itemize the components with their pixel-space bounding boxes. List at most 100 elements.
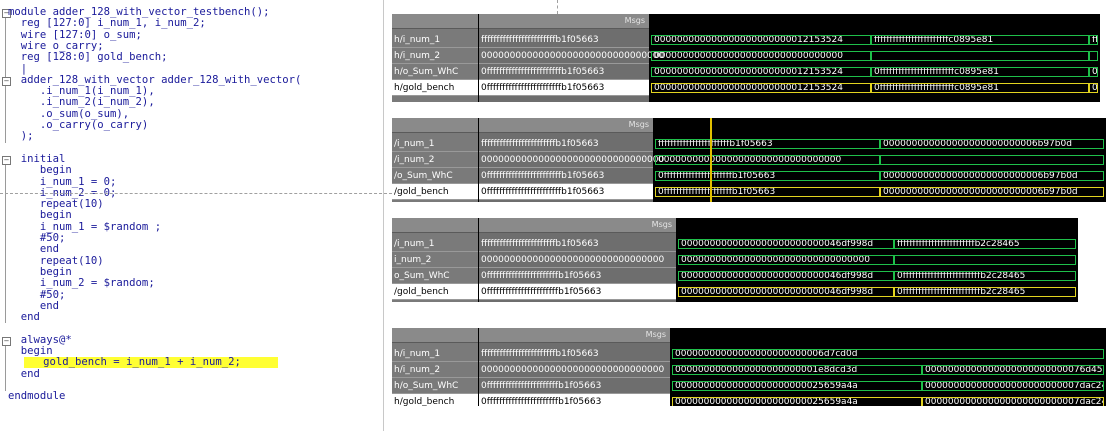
signal-name: i_num_2 xyxy=(394,255,432,265)
signal-name: h/i_num_1 xyxy=(394,349,441,359)
signal-name: h/o_Sum_WhC xyxy=(394,67,459,77)
code-line: begin xyxy=(8,209,72,222)
signal-name: /i_num_1 xyxy=(394,239,435,249)
fold-toggle-icon[interactable]: − xyxy=(2,336,11,346)
signal-value: ffffffffffffffffffffffffb1f05663 xyxy=(481,239,599,249)
signal-value-row[interactable]: 0fffffffffffffffffffffffb1f05663 xyxy=(479,268,676,284)
wave-segment: 000000000000000000000000006b97b0d xyxy=(880,139,1104,149)
signal-value: 00000000000000000000000000000000 xyxy=(481,51,665,61)
code-line: i_num_2 = $random; xyxy=(8,277,155,290)
signal-value-row[interactable]: 0ffffffffffffffffffffffffb1f05663 xyxy=(479,184,653,200)
wave-segment xyxy=(894,255,1076,265)
signal-name: /i_num_1 xyxy=(394,139,435,149)
wave-segment: 00000000000000000000000025659a4a xyxy=(672,397,922,406)
fold-guide xyxy=(5,165,6,324)
signal-row[interactable]: /i_num_1 xyxy=(392,136,478,152)
waveform-area[interactable]: 00000000000000000000000006d7cd0d 00000000… xyxy=(672,328,1106,406)
signal-value-row[interactable]: 0fffffffffffffffffffffffb1f05663 xyxy=(479,378,670,394)
code-line: gold_bench = i_num_1 + i_num_2; xyxy=(24,357,278,369)
wave-segment: 000000000000000000000000000000000 xyxy=(651,51,871,61)
signal-row[interactable]: /gold_bench xyxy=(392,184,478,200)
signal-value-row[interactable]: ffffffffffffffffffffffffb1f05663 xyxy=(479,32,649,48)
wave-segment xyxy=(880,155,1104,165)
wave-segment: 00000000000000000000000006d7cd0d xyxy=(672,349,1104,359)
wave-segment: 000000000000000000000000012153524 xyxy=(651,83,871,93)
signal-value: 0fffffffffffffffffffffffb1f05663 xyxy=(481,271,602,281)
waveform-panel[interactable]: h/i_num_1 h/i_num_2 h/o_Sum_WhC h/gold_benc… xyxy=(392,14,1100,102)
signal-name: h/gold_bench xyxy=(394,397,455,406)
signal-row[interactable]: /i_num_2 xyxy=(392,152,478,168)
signal-value-row[interactable]: ffffffffffffffffffffffffb1f05663 xyxy=(479,346,670,362)
signal-value: 0fffffffffffffffffffffffb1f05663 xyxy=(481,287,602,297)
signal-value-row[interactable]: 0fffffffffffffffffffffffb1f05663 xyxy=(479,394,670,406)
signal-names-column: h/i_num_1 h/i_num_2 h/o_Sum_WhC h/gold_benc… xyxy=(392,328,478,406)
signal-values-column: Msgs ffffffffffffffffffffffffb1f05663 0000… xyxy=(479,118,664,202)
wave-segment: 0ffffffffffffffffffffffb1f05663 xyxy=(655,187,880,197)
msgs-label: Msgs xyxy=(628,120,649,129)
code-line: .o_carry(o_carry) xyxy=(8,119,149,131)
panel-header: Msgs xyxy=(479,218,676,233)
signal-name: /o_Sum_WhC xyxy=(394,171,453,181)
signal-names-column: /i_num_1 i_num_2 o_Sum_WhC/gold_bench xyxy=(392,218,478,302)
time-cursor[interactable] xyxy=(710,118,712,202)
signal-name: h/i_num_2 xyxy=(394,51,441,61)
code-line: module adder_128_with_vector_testbench()… xyxy=(8,6,270,18)
signal-value-row[interactable]: 0ffffffffffffffffffffffffb1f05663 xyxy=(479,64,649,80)
signal-value-row[interactable]: ffffffffffffffffffffffffb1f05663 xyxy=(479,236,676,252)
fold-toggle-icon[interactable]: − xyxy=(2,76,11,86)
code-line: always@* xyxy=(8,333,72,346)
fold-toggle-icon[interactable]: − xyxy=(2,9,11,18)
wave-segment: ff xyxy=(1089,35,1098,45)
signal-row[interactable]: h/o_Sum_WhC xyxy=(392,64,478,80)
signal-value: 0ffffffffffffffffffffffffb1f05663 xyxy=(481,83,605,93)
panel-header: Msgs xyxy=(479,14,649,29)
signal-name: h/i_num_2 xyxy=(394,365,441,375)
code-line: reg [127:0] i_num_1, i_num_2; xyxy=(8,17,206,30)
signal-value-row[interactable]: 00000000000000000000000000000000 xyxy=(479,362,670,378)
fold-guide xyxy=(5,346,6,392)
signal-row[interactable]: /gold_bench xyxy=(392,284,478,300)
signal-row[interactable]: h/i_num_2 xyxy=(392,48,478,64)
signal-row[interactable]: h/i_num_1 xyxy=(392,32,478,48)
signal-value-row[interactable]: 0ffffffffffffffffffffffffb1f05663 xyxy=(479,168,653,184)
signal-value-row[interactable]: 0fffffffffffffffffffffffb1f05663 xyxy=(479,284,676,300)
signal-value-row[interactable]: 0ffffffffffffffffffffffffb1f05663 xyxy=(479,80,649,96)
code-line: #50; xyxy=(8,288,66,301)
signal-value: 0ffffffffffffffffffffffffb1f05663 xyxy=(481,171,605,181)
code-line: begin xyxy=(8,265,72,278)
signal-value: 00000000000000000000000000000000 xyxy=(481,155,665,165)
signal-value-row[interactable]: ffffffffffffffffffffffffb1f05663 xyxy=(479,136,653,152)
code-line: repeat(10) xyxy=(8,254,104,267)
wave-segment: 0 xyxy=(1089,83,1098,93)
signal-row[interactable]: h/o_Sum_WhC xyxy=(392,378,478,394)
code-line: wire [127:0] o_sum; xyxy=(8,28,142,41)
signal-value-row[interactable]: 00000000000000000000000000000000 xyxy=(479,152,664,168)
signal-row[interactable]: h/i_num_2 xyxy=(392,362,478,378)
fold-toggle-icon[interactable]: − xyxy=(2,155,11,165)
waveform-panel[interactable]: /i_num_1 i_num_2 o_Sum_WhC/gold_bench Msgs f… xyxy=(392,218,1078,302)
signal-value-row[interactable]: 00000000000000000000000000000000 xyxy=(479,252,676,268)
signal-value-row[interactable]: 00000000000000000000000000000000 xyxy=(479,48,664,64)
wave-segment: 0000000000000000000000001e8dcd3d xyxy=(672,365,922,375)
wave-segment: 000000000000000000000000007dac24fa xyxy=(922,397,1104,406)
waveform-panel[interactable]: h/i_num_1 h/i_num_2 h/o_Sum_WhC h/gold_benc… xyxy=(392,328,1106,406)
wave-segment: 00000000000000000000000000000000 xyxy=(655,155,880,165)
signal-row[interactable]: i_num_2 xyxy=(392,252,478,268)
wave-segment: 000000000000000000000000012153524 xyxy=(651,35,871,45)
code-line: adder_128_with_vector adder_128_with_vec… xyxy=(8,73,302,86)
signal-row[interactable]: o_Sum_WhC xyxy=(392,268,478,284)
signal-row[interactable]: h/gold_bench xyxy=(392,394,478,406)
code-line: reg [128:0] gold_bench; xyxy=(8,51,168,64)
panel-header xyxy=(392,218,478,233)
signal-row[interactable]: h/i_num_1 xyxy=(392,346,478,362)
signal-row[interactable]: /i_num_1 xyxy=(392,236,478,252)
signal-row[interactable]: h/gold_bench xyxy=(392,80,478,96)
signal-row[interactable]: /o_Sum_WhC xyxy=(392,168,478,184)
code-editor[interactable]: −−−−module adder_128_with_vector_testben… xyxy=(0,0,384,431)
